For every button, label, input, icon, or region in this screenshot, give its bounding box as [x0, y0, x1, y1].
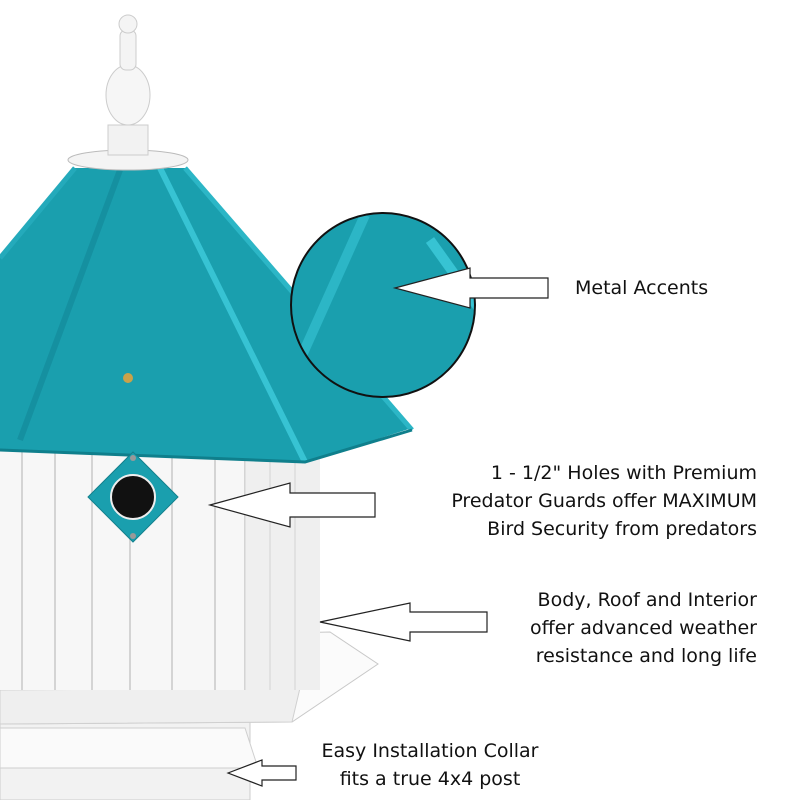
callout-holes-line: Predator Guards offer MAXIMUM [451, 490, 757, 512]
callout-body: Body, Roof and Interior offer advanced w… [530, 586, 757, 670]
installation-collar [0, 727, 259, 769]
callout-collar-line: Easy Installation Collar [321, 740, 539, 762]
arrow-holes [207, 482, 376, 528]
callout-collar-line: fits a true 4x4 post [339, 768, 521, 790]
finial [67, 14, 189, 171]
arrow-metal-accents [392, 267, 549, 309]
roof-screw [123, 373, 133, 383]
metal-accents-zoom-circle [290, 212, 476, 398]
body-walls [0, 440, 320, 690]
callout-collar: Easy Installation Collar fits a true 4x4… [305, 737, 555, 793]
arrow-collar [226, 759, 297, 787]
arrow-body [319, 602, 488, 642]
callout-holes: 1 - 1/2" Holes with Premium Predator Gua… [451, 459, 757, 543]
predator-guard [87, 451, 179, 543]
callout-body-line: offer advanced weather [530, 617, 757, 639]
callout-body-line: Body, Roof and Interior [537, 589, 757, 611]
callout-holes-line: 1 - 1/2" Holes with Premium [490, 462, 757, 484]
callout-holes-line: Bird Security from predators [487, 518, 757, 540]
callout-body-line: resistance and long life [535, 645, 757, 667]
callout-metal-accents: Metal Accents [575, 277, 709, 299]
entrance-hole [110, 474, 156, 520]
